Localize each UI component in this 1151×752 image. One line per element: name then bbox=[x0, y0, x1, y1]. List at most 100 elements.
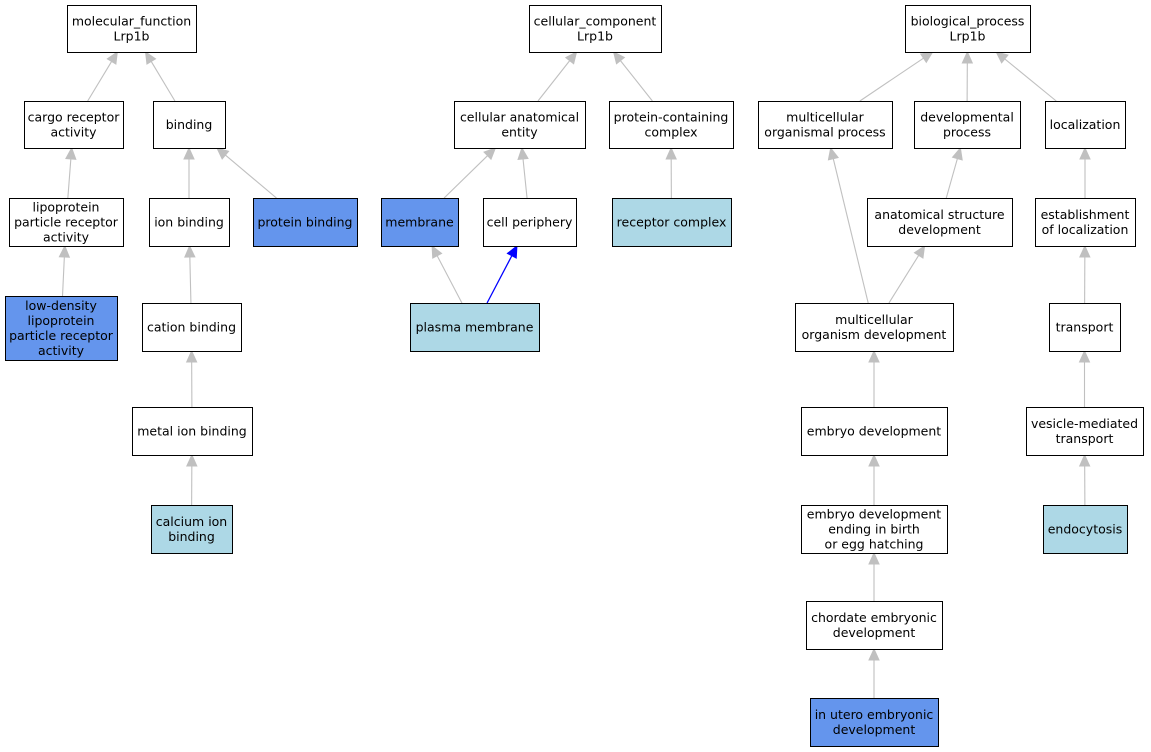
term-label: or egg hatching bbox=[825, 537, 924, 552]
term-label: of localization bbox=[1042, 222, 1129, 237]
term-node-localization[interactable]: localization bbox=[1045, 101, 1126, 149]
term-label: transport bbox=[1056, 431, 1114, 446]
term-label: chordate embryonic bbox=[811, 610, 937, 625]
edge-line bbox=[436, 255, 463, 304]
term-box bbox=[1045, 101, 1126, 149]
term-node-binding[interactable]: binding bbox=[153, 101, 226, 149]
arrowhead-icon bbox=[868, 551, 880, 565]
edge-endo-to-vmt bbox=[1078, 453, 1091, 506]
arrowhead-icon bbox=[483, 147, 497, 161]
edge-line bbox=[225, 154, 277, 199]
term-box bbox=[410, 303, 540, 352]
edge-ionb-to-binding bbox=[183, 146, 195, 198]
edge-embbirth-to-embdev bbox=[868, 453, 880, 505]
term-node-receptor-complex[interactable]: receptor complex bbox=[612, 198, 732, 247]
term-node-metal-ion-binding[interactable]: metal ion binding bbox=[132, 407, 253, 456]
edge-loc-to-bp bbox=[995, 51, 1057, 102]
term-label: lipoprotein bbox=[33, 200, 100, 215]
edge-line bbox=[443, 155, 488, 199]
arrowhead-icon bbox=[431, 244, 443, 259]
term-label: development bbox=[833, 625, 916, 640]
edge-calcb-to-metalb bbox=[186, 453, 198, 506]
term-label: cell periphery bbox=[487, 215, 573, 230]
term-label: Lrp1b bbox=[114, 29, 150, 44]
term-box bbox=[142, 303, 242, 352]
arrowhead-icon bbox=[961, 50, 974, 64]
arrowhead-icon bbox=[612, 51, 626, 65]
term-node-embryo-development[interactable]: embryo development bbox=[801, 407, 948, 456]
term-node-transport[interactable]: transport bbox=[1049, 303, 1121, 352]
edge-mop-to-bp bbox=[859, 51, 934, 102]
arrowhead-icon bbox=[868, 349, 880, 363]
edge-line bbox=[537, 60, 571, 102]
edge-binding-to-mf bbox=[144, 50, 176, 102]
term-node-membrane[interactable]: membrane bbox=[381, 198, 459, 247]
arrowhead-icon bbox=[1078, 453, 1091, 467]
term-node-protein-binding[interactable]: protein binding bbox=[253, 198, 358, 247]
edge-cargo-to-mf bbox=[87, 50, 118, 102]
arrowhead-icon bbox=[186, 453, 198, 467]
term-label: multicellular bbox=[786, 110, 865, 125]
term-box bbox=[914, 101, 1021, 149]
term-node-ion-binding[interactable]: ion binding bbox=[149, 198, 230, 247]
term-label: calcium ion bbox=[156, 514, 227, 529]
term-box bbox=[801, 505, 948, 554]
term-label: embryo development bbox=[807, 424, 942, 439]
term-box bbox=[867, 198, 1013, 247]
term-label: organism development bbox=[802, 327, 947, 342]
arrowhead-icon bbox=[868, 647, 880, 661]
arrowhead-icon bbox=[827, 146, 840, 161]
arrowhead-icon bbox=[506, 244, 518, 259]
edge-line bbox=[859, 57, 924, 102]
term-box bbox=[810, 698, 939, 747]
arrowhead-icon bbox=[185, 349, 198, 363]
edge-mod-to-mop bbox=[827, 146, 869, 304]
term-node-cell-periphery[interactable]: cell periphery bbox=[483, 198, 577, 247]
edge-memb-to-cae bbox=[443, 147, 497, 199]
arrowhead-icon bbox=[517, 146, 529, 161]
term-label: biological_process bbox=[911, 14, 1025, 29]
edge-lipo_rec-to-cargo bbox=[65, 146, 77, 199]
arrowhead-icon bbox=[65, 146, 77, 160]
edge-transp-to-estloc bbox=[1079, 244, 1091, 304]
term-node-plasma-membrane[interactable]: plasma membrane bbox=[410, 303, 540, 352]
term-node-endocytosis[interactable]: endocytosis bbox=[1043, 505, 1128, 554]
term-label: activity bbox=[38, 343, 85, 358]
term-box bbox=[529, 5, 662, 53]
term-box bbox=[1043, 505, 1128, 554]
term-label: activity bbox=[43, 230, 90, 245]
term-label: complex bbox=[645, 125, 698, 140]
edge-chord-to-embbirth bbox=[868, 551, 880, 601]
term-box bbox=[153, 101, 226, 149]
term-box bbox=[1035, 198, 1136, 247]
edge-cae-to-cc bbox=[537, 51, 578, 102]
term-label: cargo receptor bbox=[28, 110, 121, 125]
term-node-cation-binding[interactable]: cation binding bbox=[142, 303, 242, 352]
term-label: development bbox=[898, 222, 981, 237]
term-box bbox=[795, 303, 954, 352]
arrowhead-icon bbox=[665, 146, 677, 160]
edge-protb-to-binding bbox=[216, 147, 277, 199]
edge-layer bbox=[58, 50, 1091, 698]
term-label: development bbox=[833, 722, 916, 737]
